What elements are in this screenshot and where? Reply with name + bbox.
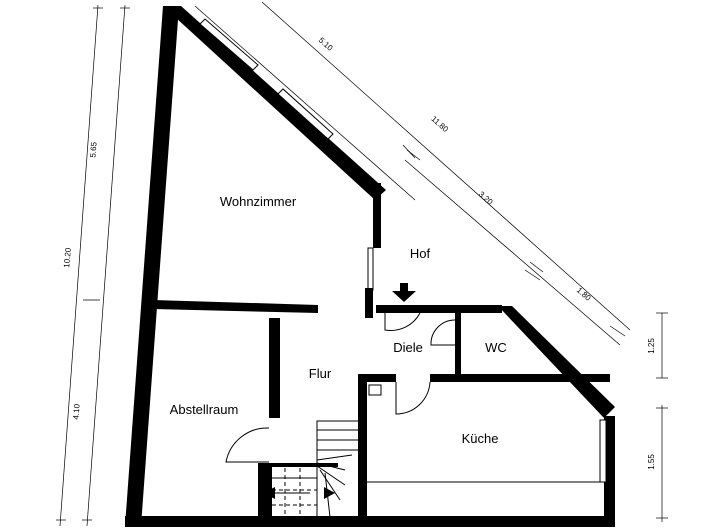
left-wall (125, 6, 179, 526)
kitchen-window (599, 419, 607, 483)
dim-right-bottom: 1.55 (647, 454, 656, 470)
kitchen-diagonal-wall (498, 306, 615, 418)
diagonal-wall (163, 6, 386, 200)
label-flur: Flur (309, 366, 332, 381)
dim-diag-a: 5.10 (317, 36, 335, 53)
dim-left-bottom: 4.10 (71, 403, 81, 420)
label-diele: Diele (393, 340, 423, 355)
stairs (272, 420, 361, 518)
dimension-lines (56, 1, 668, 527)
label-wohnzimmer: Wohnzimmer (220, 194, 297, 209)
arrow-left-icon (263, 487, 335, 499)
doors (225, 312, 456, 463)
bottom-wall (125, 516, 615, 527)
label-wc: WC (485, 340, 507, 355)
internal-walls (153, 183, 610, 519)
dim-left-total: 10.20 (62, 247, 73, 268)
right-wall (604, 416, 615, 527)
dim-diag-total: 11.80 (429, 114, 450, 134)
dim-diag-c: 1.80 (575, 286, 593, 303)
dim-diag-b: 3.20 (477, 190, 495, 207)
dim-right-top: 1.25 (647, 338, 656, 354)
label-abstellraum: Abstellraum (170, 402, 239, 417)
arrow-down-icon (392, 283, 416, 302)
dim-left-top: 5.65 (88, 141, 98, 158)
label-hof: Hof (410, 246, 431, 261)
outer-walls (125, 6, 615, 527)
room-labels: Wohnzimmer Hof Diele WC Flur Abstellraum… (170, 194, 507, 446)
label-kueche: Küche (462, 431, 499, 446)
diagonal-windows (199, 18, 334, 140)
